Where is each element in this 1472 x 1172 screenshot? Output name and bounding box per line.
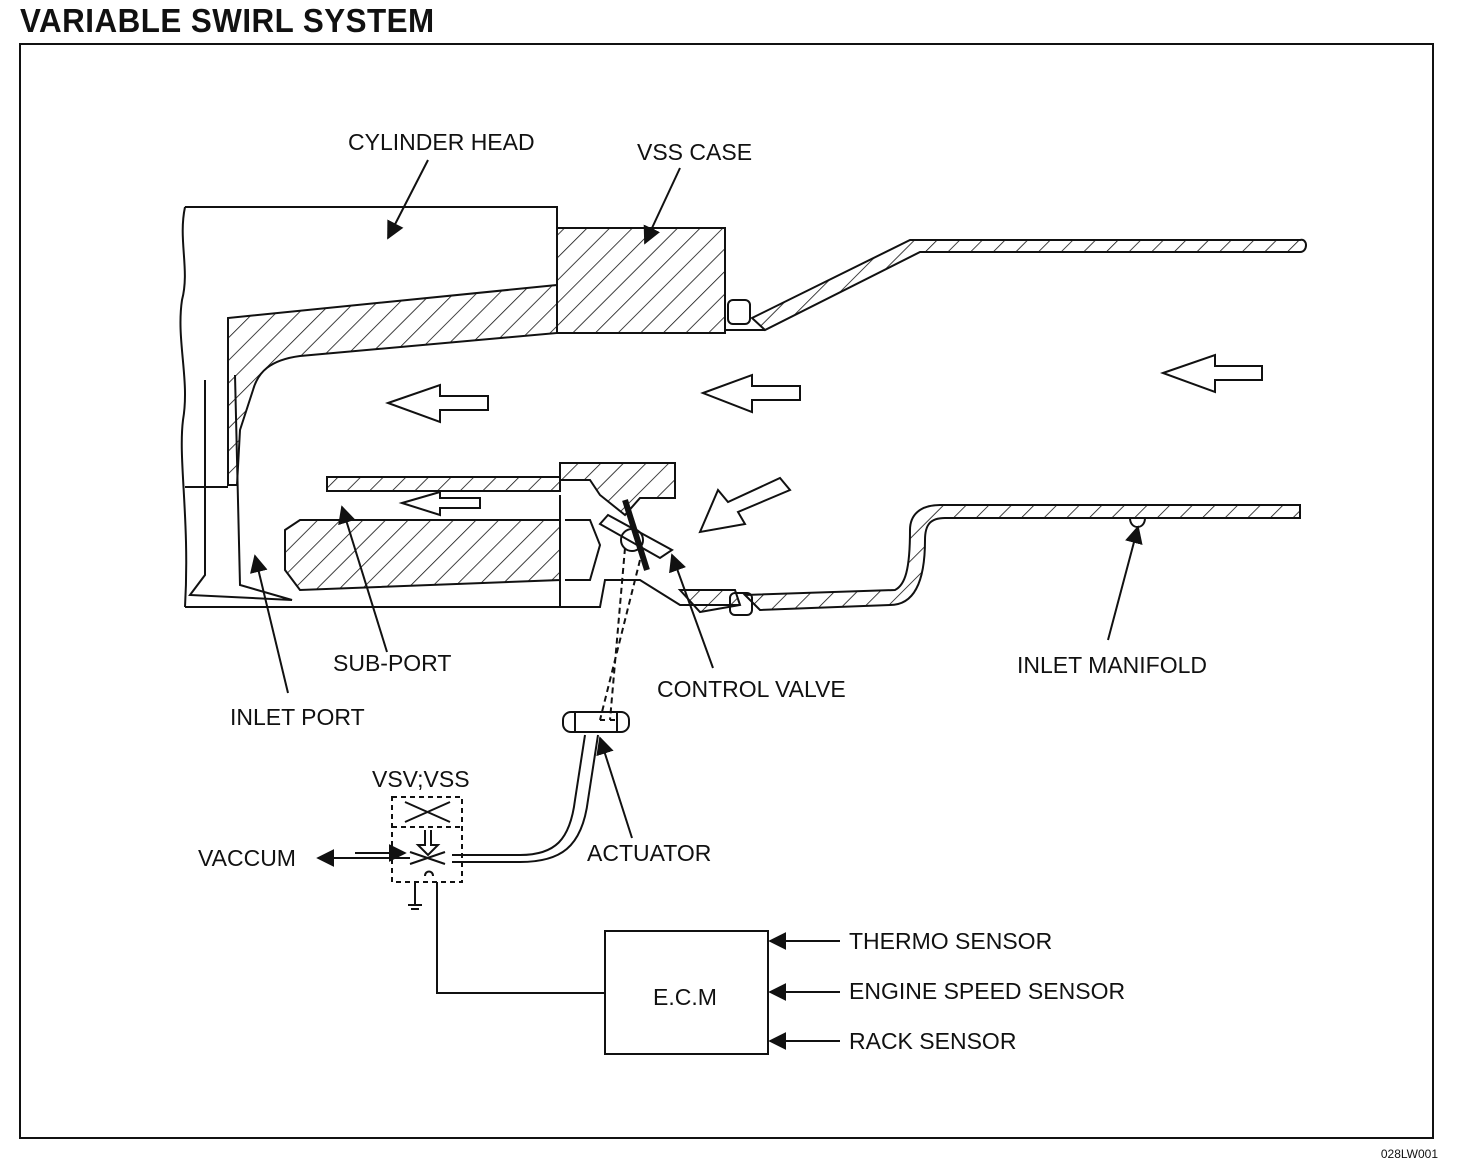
lower-manifold-tube — [742, 504, 1301, 612]
control-valve-housing — [559, 462, 676, 517]
actuator — [562, 711, 630, 733]
label-control-valve: CONTROL VALVE — [657, 676, 846, 702]
vsv-solenoid — [391, 796, 463, 883]
sub-port-plate — [326, 476, 561, 492]
cylinder-head-wall — [227, 283, 558, 486]
label-inlet-port: INLET PORT — [230, 704, 365, 730]
actuator-rod — [599, 547, 641, 721]
label-inlet-manifold: INLET MANIFOLD — [1017, 652, 1207, 678]
ecm-wire — [436, 882, 605, 994]
label-vaccum: VACCUM — [198, 845, 296, 871]
flow-arrow-1 — [1160, 353, 1263, 394]
label-engine-speed-sensor: ENGINE SPEED SENSOR — [849, 978, 1125, 1004]
lower-manifold — [677, 589, 742, 614]
diagram-frame — [19, 43, 1434, 1139]
figure-code: 028LW001 — [1380, 1147, 1438, 1161]
label-rack-sensor: RACK SENSOR — [849, 1028, 1016, 1054]
label-thermo-sensor: THERMO SENSOR — [849, 928, 1052, 954]
label-sub-port: SUB-PORT — [333, 650, 451, 676]
label-ecm: E.C.M — [653, 984, 717, 1010]
ecm-box — [604, 930, 769, 1055]
flow-arrow-5 — [698, 476, 792, 534]
control-valve-flap — [622, 499, 650, 571]
upper-manifold — [750, 238, 1307, 332]
flow-arrow-3 — [385, 383, 489, 424]
page-title: VARIABLE SWIRL SYSTEM — [20, 2, 435, 39]
cylinder-head-left-edge — [179, 206, 188, 608]
label-cylinder-head: CYLINDER HEAD — [348, 129, 535, 155]
flow-arrow-4 — [398, 490, 481, 517]
label-vss-case: VSS CASE — [637, 139, 752, 165]
label-actuator: ACTUATOR — [587, 840, 711, 866]
vacuum-hose — [452, 734, 586, 856]
flow-arrow-2 — [700, 373, 801, 414]
label-vsv-vss: VSV;VSS — [372, 766, 470, 792]
vss-case — [556, 227, 726, 334]
lower-port-body — [284, 519, 561, 592]
valve-stem — [188, 374, 293, 601]
